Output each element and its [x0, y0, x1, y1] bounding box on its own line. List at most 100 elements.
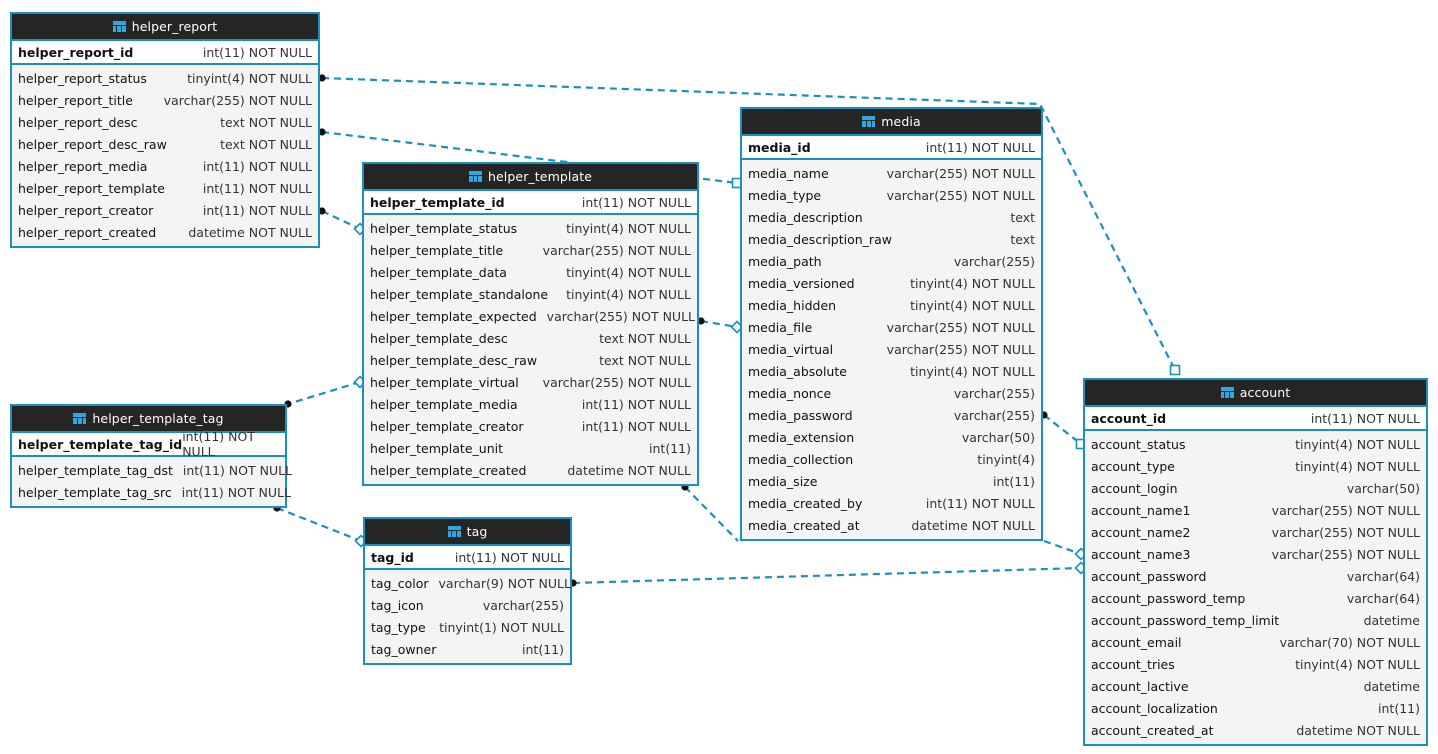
entity-header-helper_template: helper_template: [364, 164, 697, 191]
field-type: varchar(9) NOT NULL: [438, 575, 571, 591]
field-name: helper_report_created: [18, 224, 157, 240]
field-type: datetime: [1363, 678, 1420, 694]
entity-header-account: account: [1085, 380, 1426, 407]
field-type: int(11) NOT NULL: [581, 418, 691, 434]
entity-header-tag: tag: [365, 519, 570, 546]
field-type: int(11) NOT NULL: [202, 44, 312, 60]
field-type: text NOT NULL: [599, 352, 691, 368]
field-type: int(11) NOT NULL: [182, 429, 255, 459]
entity-title: helper_template: [487, 169, 593, 184]
field-type: varchar(255) NOT NULL: [1271, 546, 1420, 562]
field-type: int(11) NOT NULL: [454, 549, 564, 565]
field-type: varchar(255) NOT NULL: [542, 374, 691, 390]
field-type: int(11) NOT NULL: [202, 180, 312, 196]
field-type: varchar(50): [961, 429, 1035, 445]
field-name: media_description_raw: [748, 231, 892, 247]
field-name: account_password_temp_limit: [1091, 612, 1280, 628]
entity-title: media: [881, 114, 921, 129]
field-row[interactable]: helper_report_created datetime NOT NULL: [12, 221, 318, 243]
field-row[interactable]: account_name3 varchar(255) NOT NULL: [1085, 543, 1426, 565]
field-name: account_name3: [1091, 546, 1191, 562]
field-name: media_file: [748, 319, 813, 335]
field-type: varchar(255) NOT NULL: [886, 187, 1035, 203]
table-icon: [1220, 387, 1234, 398]
field-name: media_hidden: [748, 297, 837, 313]
field-name: account_localization: [1091, 700, 1218, 716]
field-type: datetime NOT NULL: [188, 224, 312, 240]
field-type: text: [1010, 209, 1035, 225]
field-row[interactable]: helper_template_virtual varchar(255) NOT …: [364, 371, 697, 393]
field-type: varchar(70) NOT NULL: [1279, 634, 1420, 650]
table-icon: [447, 526, 461, 537]
field-name: helper_template_virtual: [370, 374, 519, 390]
